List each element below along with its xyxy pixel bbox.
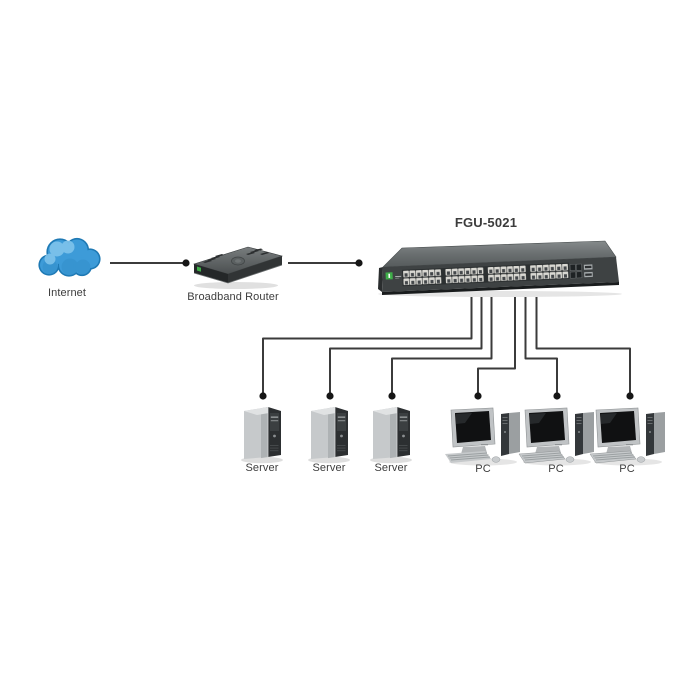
pc-mouse — [565, 456, 575, 463]
server-power-button — [340, 434, 343, 438]
server-power-button — [273, 434, 276, 438]
dot-server1-end — [259, 392, 267, 400]
server-2-label: Server — [312, 462, 346, 474]
pc-screen-reflection — [601, 413, 617, 424]
server-drive-slot — [270, 416, 279, 418]
pc-keyboard-keys — [592, 452, 636, 461]
server-front-panel — [399, 413, 408, 431]
router-label: Broadband Router — [187, 291, 279, 303]
pc-tower-front — [575, 413, 583, 456]
dot-router-end — [182, 259, 190, 267]
server-power-button — [402, 434, 405, 438]
server-drive-slot2 — [337, 420, 346, 422]
pc-mouse — [636, 456, 646, 463]
links — [110, 262, 631, 393]
cloud-shading — [42, 258, 91, 276]
link-switch-pc3 — [535, 297, 631, 393]
router-vents — [203, 248, 269, 263]
pc-tower-front — [501, 413, 509, 456]
internet-cloud-icon — [38, 237, 101, 277]
pc-monitor-buttons — [626, 444, 633, 446]
pc-tower-vents — [502, 417, 508, 433]
switch-uplink-ports — [569, 263, 593, 279]
server-drive-slot — [337, 416, 346, 418]
router-shadow — [194, 282, 278, 289]
pc-monitor-buttons — [481, 444, 488, 446]
server-edge-highlight — [267, 407, 269, 457]
router-logo — [197, 266, 201, 272]
server-side-shade — [261, 407, 268, 459]
pc-3-label: PC — [619, 463, 635, 475]
network-switch-icon — [378, 240, 622, 297]
server-vents — [337, 445, 346, 452]
internet-label: Internet — [47, 287, 87, 299]
switch-title: FGU-5021 — [454, 215, 518, 230]
server-1-label: Server — [245, 462, 279, 474]
server-side-shade — [390, 407, 397, 459]
server-3-icon — [370, 407, 412, 464]
server-shadow — [308, 456, 350, 464]
pc-tower-side — [583, 412, 594, 454]
router-emblem-inner — [235, 259, 241, 263]
dot-server2-end — [326, 392, 334, 400]
link-switch-server1 — [262, 297, 473, 393]
pc-monitor-buttons — [555, 444, 562, 446]
server-drive-slot2 — [399, 420, 408, 422]
router-side-face — [228, 256, 282, 283]
link-switch-server3 — [391, 297, 493, 393]
server-2-icon — [308, 407, 350, 464]
switch-brand-logo — [385, 272, 402, 280]
pc-keyboard-keys — [521, 452, 565, 461]
pc-2-label: PC — [548, 463, 564, 475]
server-shadow — [241, 456, 283, 464]
server-edge-highlight — [334, 407, 336, 457]
server-vents — [399, 445, 408, 452]
server-drive-slot — [399, 416, 408, 418]
pc-screen-reflection — [530, 413, 546, 424]
router-bottom-edge — [193, 264, 283, 284]
dot-pc3-end — [626, 392, 634, 400]
switch-bottom-lip — [382, 282, 619, 295]
broadband-router-icon — [192, 246, 284, 289]
link-switch-pc1 — [477, 297, 516, 393]
server-drive-slot2 — [270, 420, 279, 422]
cloud-highlight — [44, 240, 75, 265]
server-edge-highlight — [396, 407, 398, 457]
dot-pc1-end — [474, 392, 482, 400]
link-switch-pc2 — [524, 297, 558, 393]
pc-3-icon — [589, 407, 665, 466]
link-switch-server2 — [329, 297, 483, 393]
server-vents — [270, 445, 279, 452]
server-shadow — [370, 456, 412, 464]
pc-mouse — [491, 456, 501, 463]
switch-port-strip — [401, 262, 570, 287]
switch-left-face — [378, 267, 383, 292]
pc-tower-front — [646, 413, 654, 456]
server-side-shade — [328, 407, 335, 459]
link-dots — [182, 259, 634, 400]
dot-server3-end — [388, 392, 396, 400]
pc-2-icon — [518, 407, 594, 466]
server-3-label: Server — [374, 462, 408, 474]
server-front-panel — [270, 413, 279, 431]
pc-1-icon — [445, 407, 520, 466]
pc-tower-side — [509, 412, 520, 454]
server-1-icon — [241, 407, 283, 464]
pc-tower-vents — [647, 417, 653, 433]
pc-keyboard-keys — [447, 452, 491, 461]
pc-tower-vents — [576, 417, 582, 433]
server-front-panel — [337, 413, 346, 431]
pc-1-label: PC — [475, 463, 491, 475]
router-front-face — [194, 264, 228, 283]
pc-tower-side — [654, 412, 665, 454]
dot-switch-end — [355, 259, 363, 267]
pc-screen-reflection — [456, 413, 472, 424]
dot-pc2-end — [553, 392, 561, 400]
